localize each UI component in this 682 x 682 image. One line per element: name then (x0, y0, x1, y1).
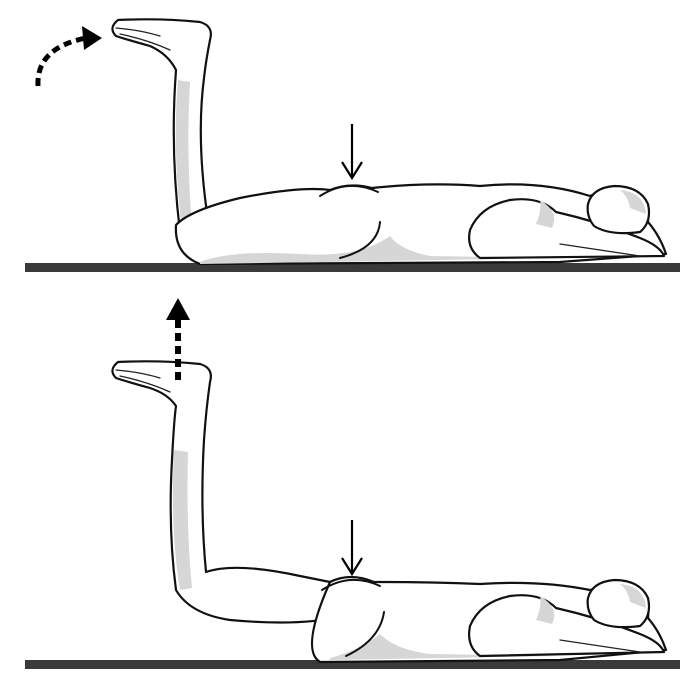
lower-leg-top (112, 19, 210, 232)
prone-figure-top (112, 19, 666, 264)
prone-figure-bottom (112, 361, 666, 662)
down-arrow-icon (342, 124, 362, 178)
curved-dashed-arrow-icon (38, 26, 102, 86)
panel-bottom (0, 290, 682, 682)
exercise-mat (25, 263, 680, 272)
panel-top (0, 0, 682, 280)
figure-top-svg (0, 0, 682, 280)
figure-bottom-svg (0, 290, 682, 682)
down-arrow-icon (342, 520, 362, 574)
